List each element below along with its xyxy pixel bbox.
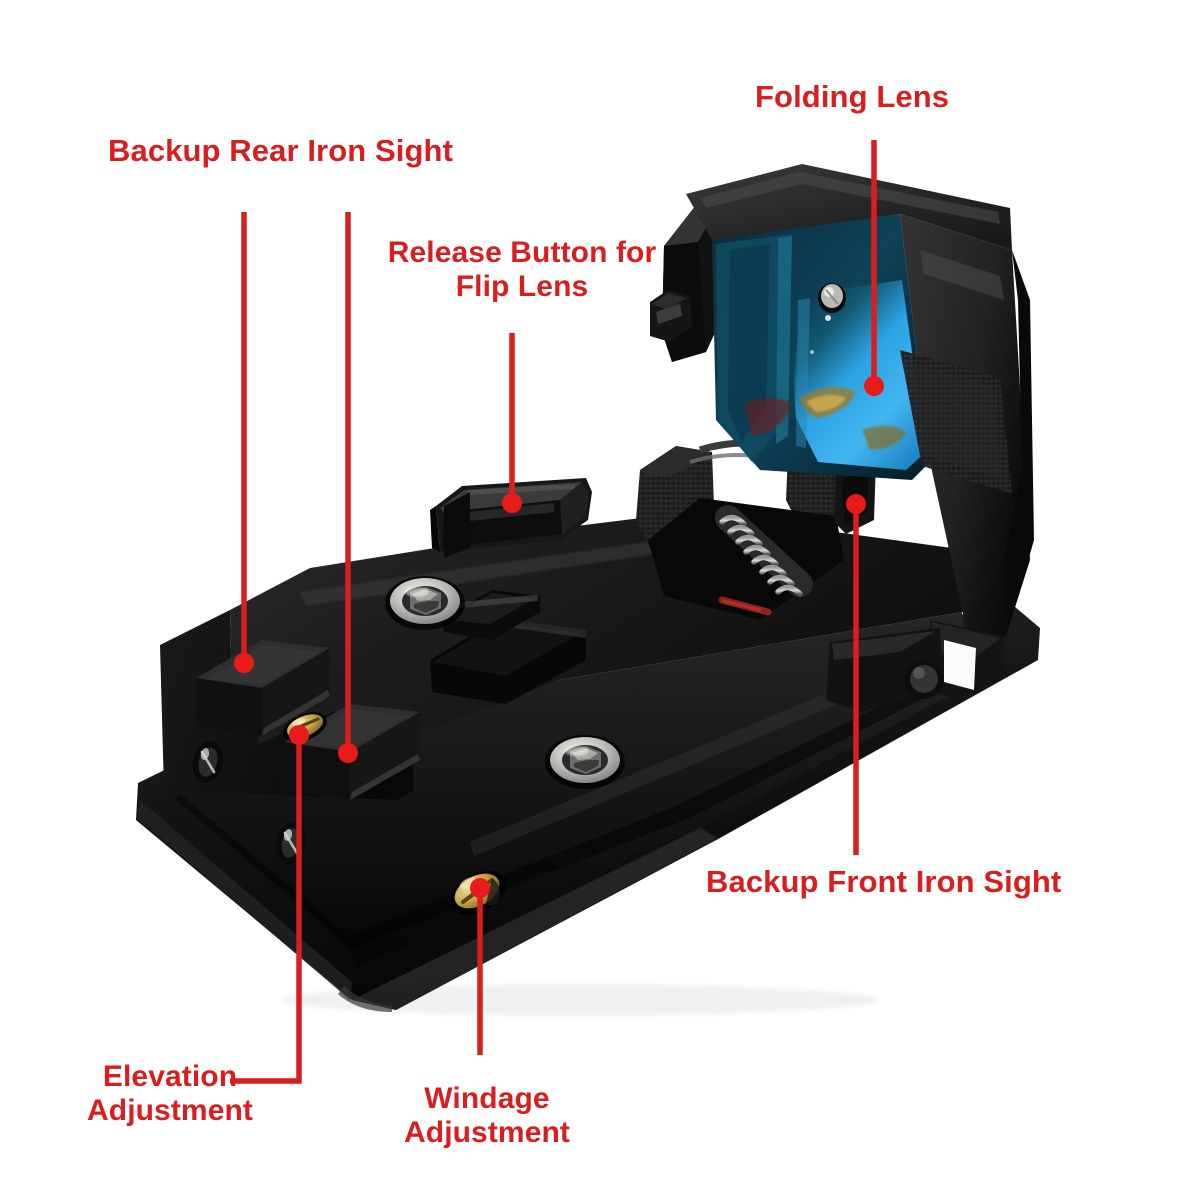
callout-label-backup-rear-iron-sight: Backup Rear Iron Sight: [108, 133, 453, 168]
callout-label-folding-lens: Folding Lens: [755, 79, 950, 114]
leader-endpoint-dots: [234, 376, 884, 898]
callout-label-elevation-adjustment: Elevation Adjustment: [87, 1060, 253, 1127]
return-spring: [715, 505, 813, 597]
dot-folding-lens: [864, 376, 884, 396]
dot-rear-sight-a: [234, 653, 254, 673]
callout-label-windage-adjustment: Windage Adjustment: [404, 1082, 570, 1149]
mount-screw-front: [545, 735, 625, 789]
hood-screw: [818, 283, 846, 313]
callout-label-release-button-for-flip-lens: Release Button for Flip Lens: [387, 236, 657, 303]
body-front-face: [164, 612, 966, 966]
dot-rear-sight-b: [338, 743, 358, 763]
dot-windage: [470, 878, 490, 898]
release-button: [430, 478, 592, 552]
rear-sight-block-left: [196, 640, 330, 736]
lens-hood-bezel: [686, 164, 1034, 712]
dot-front-sight: [846, 494, 866, 514]
dot-release-button: [502, 493, 522, 513]
body-rear-shoulder: [444, 492, 470, 558]
leader-elevation: [230, 743, 302, 1084]
mount-screw-rear: [385, 576, 465, 630]
deck-cutout: [430, 590, 586, 704]
folding-lens-glass: [712, 214, 930, 480]
dot-elevation: [289, 725, 309, 745]
flank-screw-upper: [192, 741, 224, 783]
callout-label-backup-front-iron-sight: Backup Front Iron Sight: [706, 864, 1062, 899]
